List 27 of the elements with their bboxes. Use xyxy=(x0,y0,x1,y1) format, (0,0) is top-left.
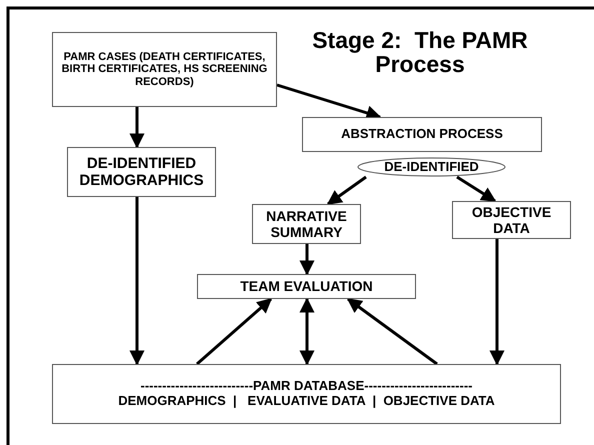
title: Stage 2: The PAMR Process xyxy=(311,28,529,76)
process-box xyxy=(52,32,277,107)
node-label: --------------------------PAMR DATABASE------------------------- xyxy=(140,379,472,394)
arrow xyxy=(490,239,504,366)
process-box xyxy=(452,201,571,239)
node-label: DEMOGRAPHICS | EVALUATIVE DATA | OBJECTIVE DATA xyxy=(118,394,495,409)
node-label: TEAM EVALUATION xyxy=(240,278,373,295)
node-label: DE-IDENTIFIED xyxy=(384,160,479,174)
arrow xyxy=(456,176,496,202)
node-label: OBJECTIVE DATA xyxy=(470,204,552,236)
process-box xyxy=(52,364,561,424)
process-box xyxy=(197,274,416,299)
arrow xyxy=(130,107,144,148)
process-box xyxy=(252,204,361,244)
node-label: ABSTRACTION PROCESS xyxy=(341,127,503,142)
process-box xyxy=(67,147,216,197)
arrow xyxy=(196,298,272,366)
node-label: PAMR CASES (DEATH CERTIFICATES, BIRTH CERTIFICATES, HS SCREENING RECORDS) xyxy=(60,50,268,88)
arrow xyxy=(300,244,314,276)
arrow xyxy=(300,298,314,366)
arrow xyxy=(346,298,438,366)
process-box xyxy=(302,117,542,152)
node-label: NARRATIVE SUMMARY xyxy=(265,208,348,240)
ellipse-node xyxy=(357,157,506,177)
arrow xyxy=(130,197,144,366)
node-label: DE-IDENTIFIED DEMOGRAPHICS xyxy=(78,154,205,190)
arrow xyxy=(326,176,367,206)
